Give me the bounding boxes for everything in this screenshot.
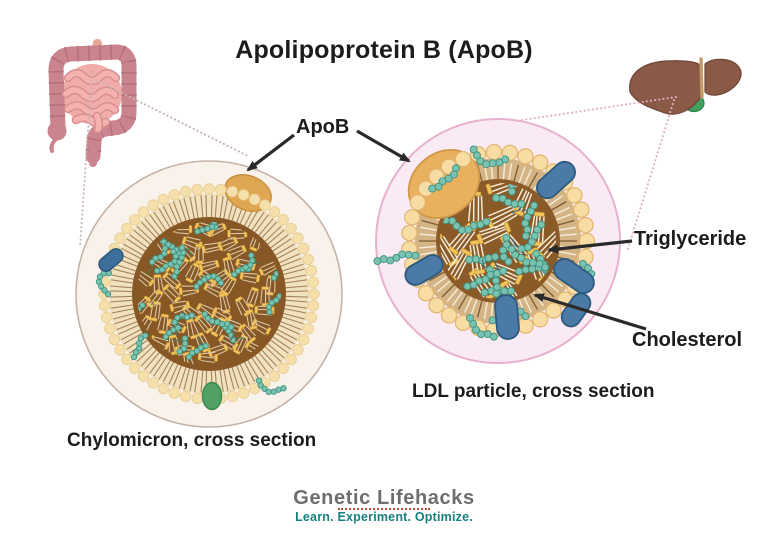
liver-icon xyxy=(629,57,742,115)
chylomicron-diagram xyxy=(75,160,343,428)
intestine-icon xyxy=(47,38,137,167)
logo: Genetic Lifehacks Learn. Experiment. Opt… xyxy=(0,487,768,524)
membrane-protein-blue xyxy=(553,258,595,294)
annotation-arrows xyxy=(246,129,647,331)
apob-label: ApoB xyxy=(296,116,350,138)
chylomicron-caption: Chylomicron, cross section xyxy=(67,430,317,451)
membrane-protein-blue xyxy=(494,294,520,340)
membrane-protein-blue xyxy=(404,254,444,286)
logo-divider-dots xyxy=(338,508,430,510)
apob-arrow-left xyxy=(246,133,295,172)
connector-dotted-lines xyxy=(79,71,677,253)
page-title: Apolipoprotein B (ApoB) xyxy=(235,36,533,64)
logo-wordmark: Genetic Lifehacks xyxy=(293,487,475,509)
membrane-protein-blue xyxy=(536,160,576,200)
cholesterol-arrow xyxy=(533,293,647,331)
membrane-protein-blue xyxy=(98,248,124,272)
membrane-protein-green xyxy=(201,381,223,411)
triglyceride-arrow xyxy=(547,239,633,254)
cholesterol-label: Cholesterol xyxy=(632,329,743,351)
apob-arrow-right xyxy=(356,129,411,163)
ldl-caption: LDL particle, cross section xyxy=(412,381,655,402)
logo-tagline: Learn. Experiment. Optimize. xyxy=(295,510,473,524)
ldl-particle-diagram xyxy=(373,118,621,364)
triglyceride-label: Triglyceride xyxy=(634,228,747,250)
